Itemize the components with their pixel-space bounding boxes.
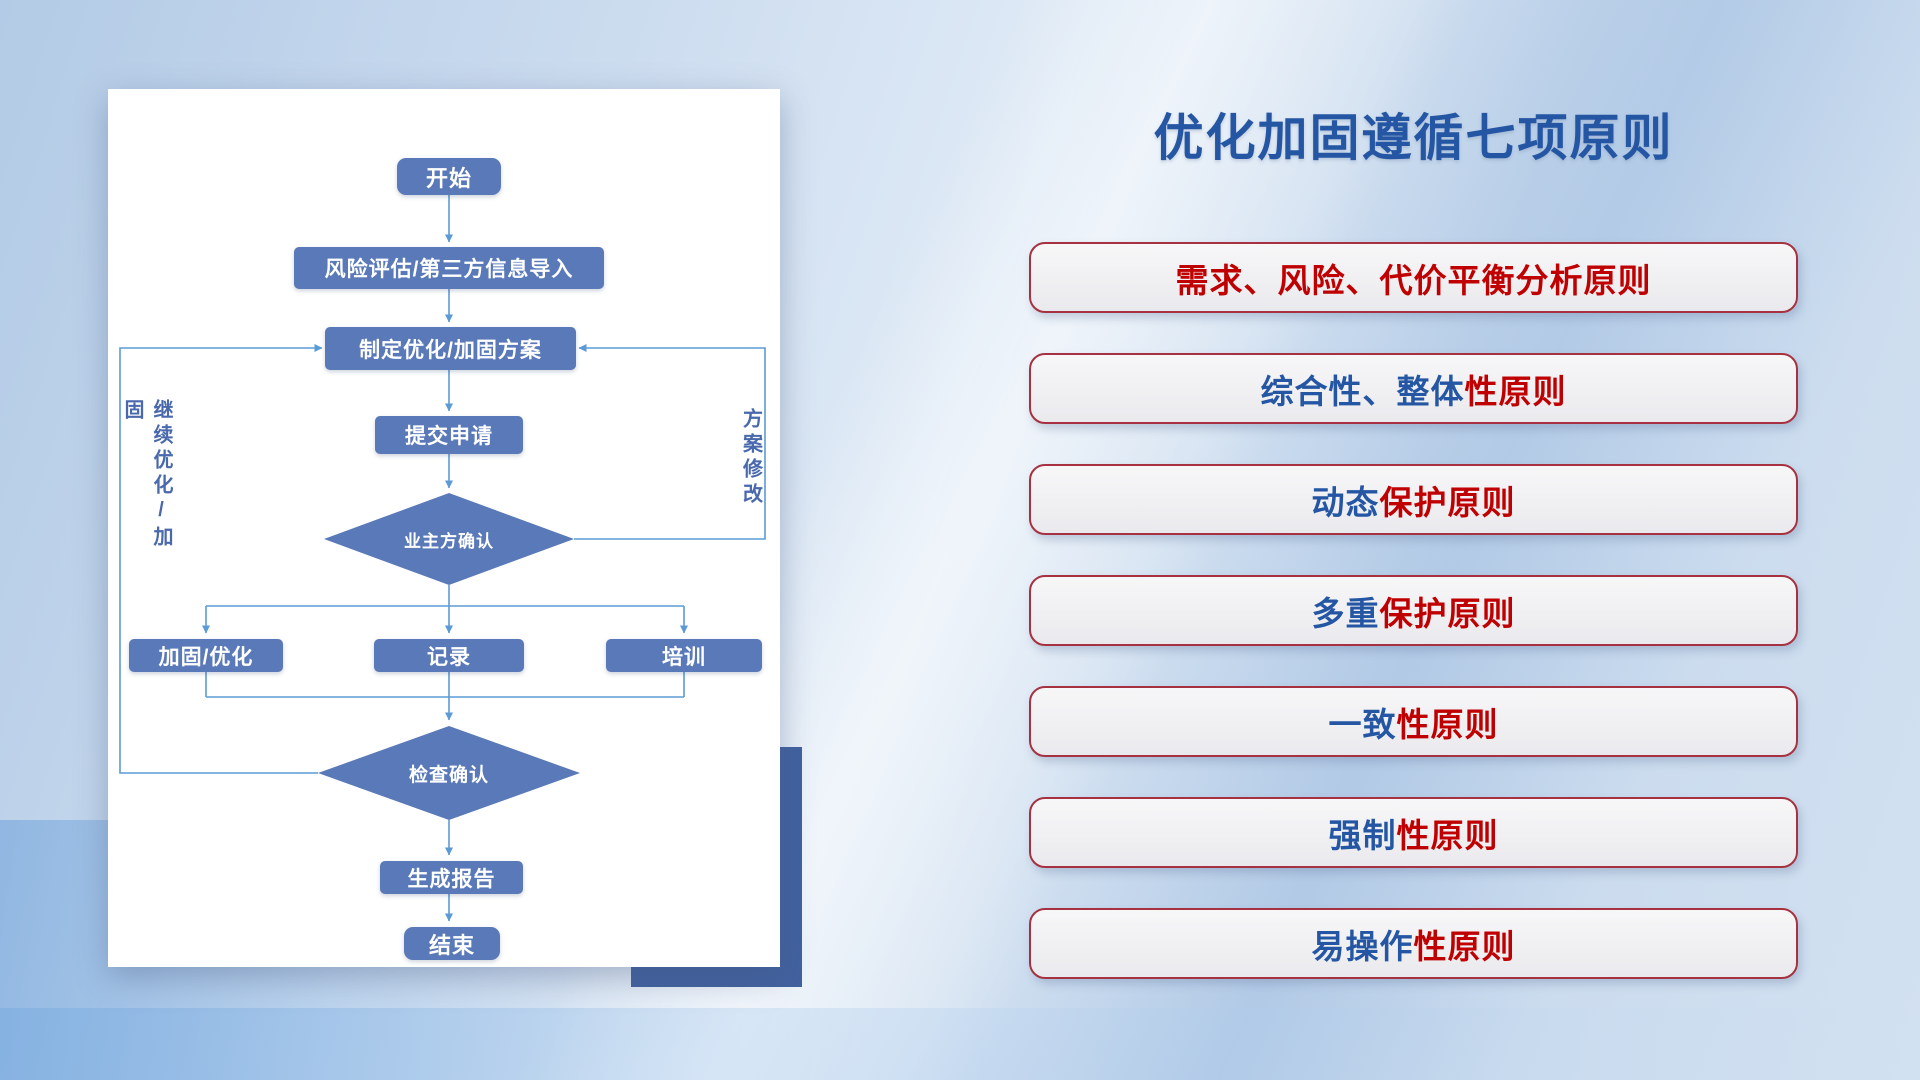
principle-text: 保护原则 — [1379, 483, 1516, 521]
flow-node-start: 开始 — [397, 158, 501, 195]
principle-text: 动态 — [1311, 483, 1380, 521]
principle-text: 易操作 — [1311, 927, 1414, 965]
principle-item: 一致性原则 — [1029, 686, 1798, 757]
principle-text: 性原则 — [1413, 927, 1516, 965]
flow-connectors — [119, 195, 766, 922]
principle-item: 易操作性原则 — [1029, 908, 1798, 979]
principle-text: 一致 — [1328, 705, 1397, 743]
flow-node-reinforce: 加固/优化 — [129, 639, 283, 672]
principle-item: 动态保护原则 — [1029, 464, 1798, 535]
flowchart-card: 开始 风险评估/第三方信息导入 制定优化/加固方案 提交申请 业主方确认 加固/… — [108, 89, 780, 967]
loop-label-plan-revise: 方案修改 — [739, 408, 762, 508]
flow-node-training: 培训 — [606, 639, 762, 672]
principle-text: 综合性、整体 — [1260, 372, 1465, 410]
principle-text: 需求、风险、代价平衡分析原则 — [1175, 261, 1652, 299]
principle-text: 强制 — [1328, 816, 1397, 854]
principle-text: 保护原则 — [1379, 594, 1516, 632]
loop-label-continue-optimize: 继续优化/加固 — [121, 399, 172, 551]
principles-panel: 优化加固遵循七项原则 需求、风险、代价平衡分析原则综合性、整体性原则动态保护原则… — [1029, 108, 1798, 979]
flow-node-record: 记录 — [374, 639, 524, 672]
flow-node-risk-import: 风险评估/第三方信息导入 — [294, 247, 604, 289]
principle-text: 性原则 — [1396, 816, 1499, 854]
principle-text: 多重 — [1311, 594, 1380, 632]
panel-title: 优化加固遵循七项原则 — [1153, 110, 1674, 166]
flow-node-report: 生成报告 — [380, 861, 523, 894]
principles-list: 需求、风险、代价平衡分析原则综合性、整体性原则动态保护原则多重保护原则一致性原则… — [1029, 242, 1798, 1019]
flow-node-end: 结束 — [404, 927, 500, 960]
flow-node-submit: 提交申请 — [375, 416, 523, 454]
flow-node-make-plan: 制定优化/加固方案 — [325, 327, 576, 370]
principle-text: 性原则 — [1464, 372, 1567, 410]
principle-item: 需求、风险、代价平衡分析原则 — [1029, 242, 1798, 313]
principle-item: 强制性原则 — [1029, 797, 1798, 868]
principle-item: 多重保护原则 — [1029, 575, 1798, 646]
principle-item: 综合性、整体性原则 — [1029, 353, 1798, 424]
principle-text: 性原则 — [1396, 705, 1499, 743]
